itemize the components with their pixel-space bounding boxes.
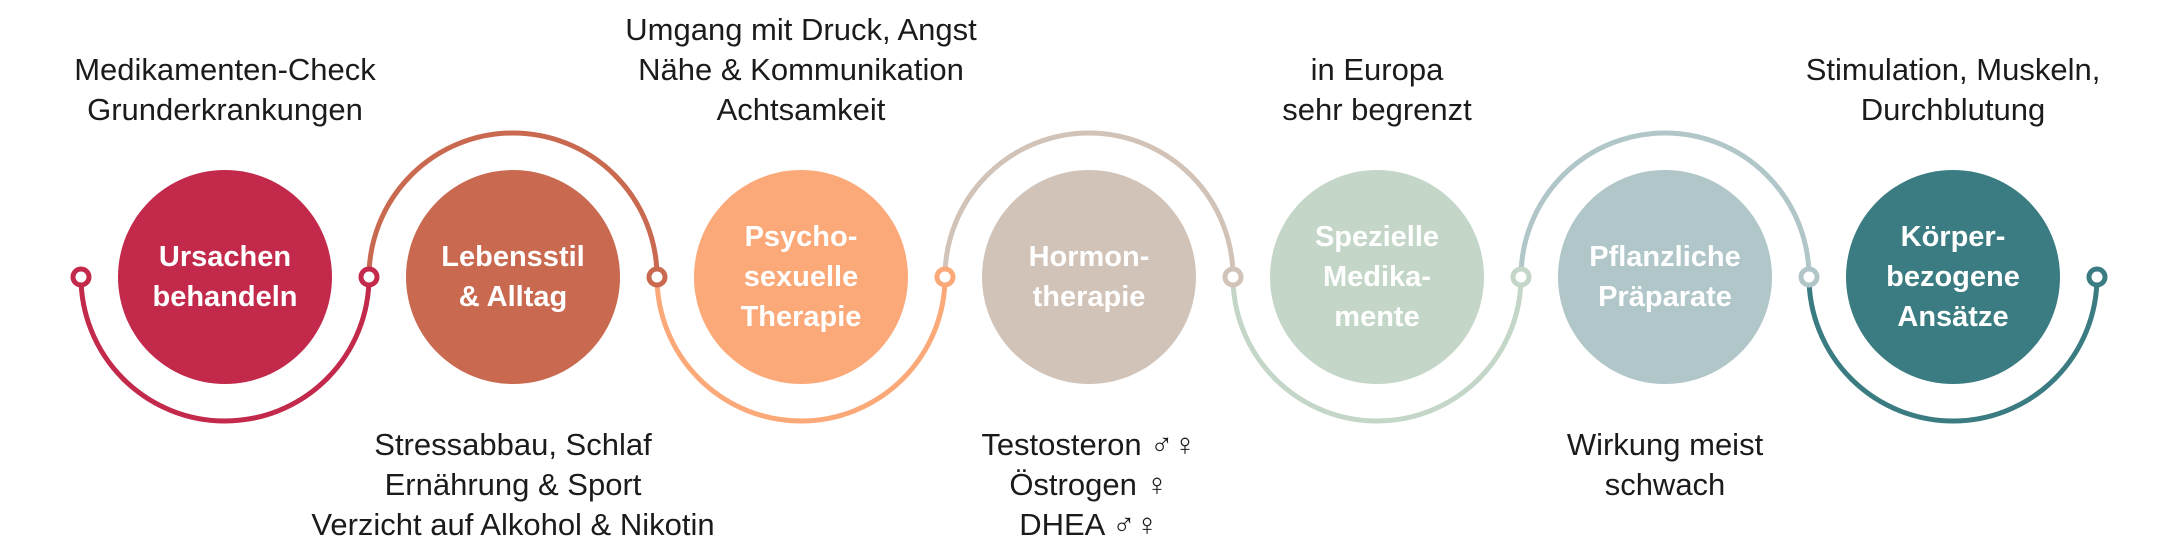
step-notes: Testosteron ♂♀ Östrogen ♀ DHEA ♂♀ <box>829 425 1349 545</box>
step-circle <box>1558 170 1772 384</box>
connector-dot <box>2086 266 2108 288</box>
connector-arc <box>654 276 948 424</box>
connector-dot <box>358 266 380 288</box>
connector-arc <box>1518 130 1812 278</box>
step-circle <box>694 170 908 384</box>
step-note-line: Wirkung meist <box>1566 427 1764 462</box>
step-note-line: in Europa <box>1310 52 1444 87</box>
step-circle <box>982 170 1196 384</box>
connector-arc <box>366 130 660 278</box>
step-label: Lebensstil & Alltag <box>406 170 620 384</box>
step-notes: Wirkung meist schwach <box>1405 425 1925 505</box>
step-note-line: Testosteron ♂♀ <box>981 427 1197 462</box>
step-label-line: Hormon- <box>1028 241 1150 273</box>
step-note-line: DHEA ♂♀ <box>1019 507 1159 542</box>
step-circle <box>1846 170 2060 384</box>
step-note-line: Verzicht auf Alkohol & Nikotin <box>311 507 715 542</box>
step-note-line: Medikamenten-Check <box>74 52 376 87</box>
step-label-line: Medika- <box>1323 261 1431 293</box>
step-circle <box>1270 170 1484 384</box>
step-label-line: & Alltag <box>458 281 568 313</box>
step-label-line: Pflanzliche <box>1589 241 1741 273</box>
step-note-line: Achtsamkeit <box>716 92 886 127</box>
step-label-line: bezogene <box>1886 261 2020 293</box>
step-label-line: Therapie <box>740 301 862 333</box>
step-label-line: Spezielle <box>1314 221 1440 253</box>
step-label-line: Ansätze <box>1897 301 2009 333</box>
step-label-line: therapie <box>1032 281 1146 313</box>
step-label-line: Lebensstil <box>441 241 585 273</box>
step-note-line: sehr begrenzt <box>1282 92 1472 127</box>
step-label-line: sexuelle <box>743 261 859 293</box>
connector-arc <box>1230 276 1524 424</box>
connector-dot <box>934 266 956 288</box>
step-label-line: behandeln <box>152 281 298 313</box>
step-label-line: Körper- <box>1900 221 2006 253</box>
connector-arc <box>942 130 1236 278</box>
step-note-line: Durchblutung <box>1860 92 2046 127</box>
step-label: Hormon-therapie <box>982 170 1196 384</box>
connector-arc <box>1806 276 2100 424</box>
step-note-line: Stressabbau, Schlaf <box>374 427 652 462</box>
step-note-line: Nähe & Kommunikation <box>638 52 964 87</box>
step-label-line: Ursachen <box>158 241 292 273</box>
step-notes: in Europa sehr begrenzt <box>1117 50 1637 130</box>
connector-dot <box>646 266 668 288</box>
step-label: Ursachen behandeln <box>118 170 332 384</box>
step-label-line: Präparate <box>1598 281 1732 313</box>
connector-dot <box>70 266 92 288</box>
step-notes: Stimulation, Muskeln, Durchblutung <box>1693 50 2162 130</box>
step-note-line: Stimulation, Muskeln, <box>1805 52 2101 87</box>
connector-dot <box>1798 266 1820 288</box>
step-circle <box>406 170 620 384</box>
step-label-line: Psycho- <box>744 221 858 253</box>
connector-dot <box>1510 266 1532 288</box>
step-label-line: mente <box>1334 301 1420 333</box>
step-note-line: schwach <box>1604 467 1726 502</box>
step-note-line: Grunderkrankungen <box>87 92 363 127</box>
step-note-line: Östrogen ♀ <box>1009 467 1169 502</box>
connector-dot <box>1222 266 1244 288</box>
step-circle <box>118 170 332 384</box>
step-note-line: Umgang mit Druck, Angst <box>625 12 977 47</box>
connector-arc <box>78 276 372 424</box>
step-note-line: Ernährung & Sport <box>384 467 642 502</box>
